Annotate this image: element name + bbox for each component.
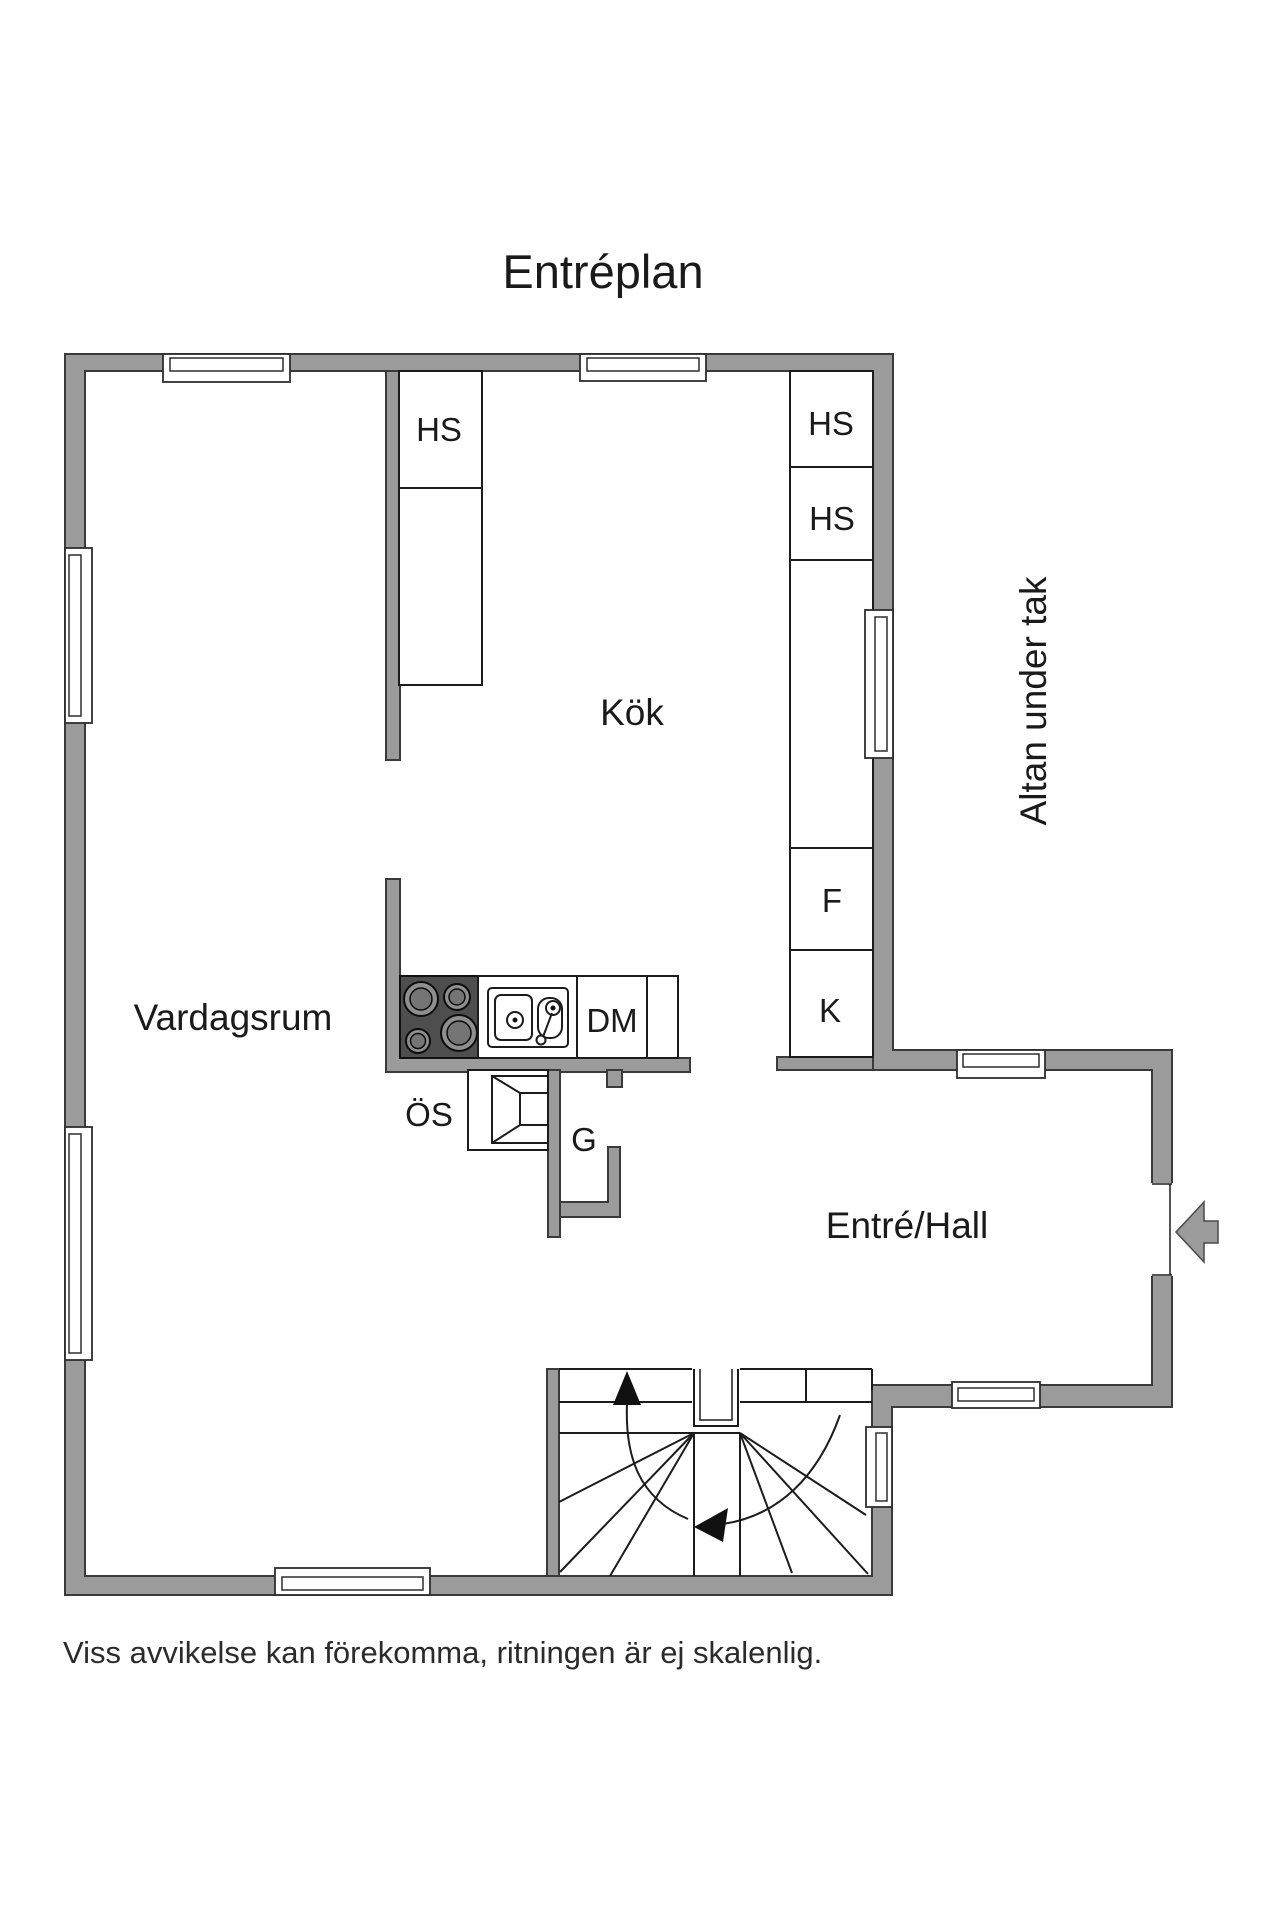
- wall-g-closet-hook: [559, 1146, 621, 1218]
- entrance-door: [1150, 1183, 1219, 1276]
- label-dm: DM: [586, 1002, 637, 1039]
- label-f: F: [822, 882, 842, 919]
- window-top-left: [162, 353, 291, 383]
- label-altan-under-tak: Altan under tak: [1013, 576, 1054, 825]
- cabinet-os: [467, 1069, 549, 1151]
- window-hall-north: [956, 1049, 1046, 1079]
- cabinet-k: [789, 949, 874, 1058]
- label-hs-right-1: HS: [808, 405, 854, 442]
- window-stairwell: [865, 1426, 893, 1508]
- interior-walls: [385, 370, 874, 1577]
- wall-vardagsrum-kok: [385, 370, 401, 761]
- label-entre-hall: Entré/Hall: [826, 1205, 988, 1246]
- window-bottom: [274, 1567, 431, 1596]
- wall-stair-left: [546, 1368, 560, 1577]
- window-left-upper: [64, 547, 93, 724]
- label-g: G: [571, 1121, 597, 1158]
- label-hs-left: HS: [416, 411, 462, 448]
- cabinet-perspective-icon: [491, 1075, 549, 1144]
- cabinet-counter-end: [646, 975, 679, 1059]
- kitchen-counter: [399, 975, 679, 1059]
- page-title: Entréplan: [502, 245, 703, 298]
- stair-walkline: [613, 1371, 841, 1542]
- stairs: [558, 1368, 873, 1577]
- wall-kitchen-counter-back: [385, 878, 691, 1073]
- stair-winder-treads: [558, 1432, 869, 1577]
- cabinet-boxes: [398, 370, 874, 1058]
- cabinet-hs-right-1: [789, 370, 874, 468]
- cabinet-hs-right-2: [789, 466, 874, 561]
- wall-g-closet-left: [547, 1069, 561, 1238]
- sink-icon: [487, 987, 569, 1048]
- label-vardagsrum: Vardagsrum: [134, 997, 333, 1038]
- cabinet-dm: [576, 975, 648, 1059]
- stove-burners-icon: [403, 981, 478, 1054]
- label-hs-right-2: HS: [809, 500, 855, 537]
- cabinet-labels: HS HS HS F K DM ÖS G: [405, 405, 855, 1158]
- cabinet-open-shelf: [789, 559, 874, 849]
- window-left-lower: [64, 1126, 93, 1361]
- label-kok: Kök: [600, 692, 664, 733]
- window-hall-south: [951, 1381, 1041, 1409]
- room-labels: Vardagsrum Kök Entré/Hall Altan under ta…: [134, 576, 1054, 1246]
- cabinet-hs-left-bottom: [398, 487, 483, 686]
- windows: [64, 353, 1046, 1596]
- disclaimer-text: Viss avvikelse kan förekomma, ritningen …: [63, 1635, 822, 1670]
- label-k: K: [819, 992, 841, 1029]
- cabinet-hs-left-top: [398, 370, 483, 489]
- entrance-arrow-icon: [1174, 1200, 1219, 1264]
- wall-under-k-closets: [776, 1056, 874, 1071]
- window-top-middle: [579, 353, 707, 382]
- stair-void: [692, 1368, 740, 1426]
- wall-g-closet-stub: [606, 1069, 623, 1088]
- walkline-arrow-icon: [694, 1508, 728, 1542]
- label-os: ÖS: [405, 1096, 453, 1133]
- window-right-kitchen: [864, 609, 894, 759]
- up-arrow-icon: [613, 1371, 641, 1405]
